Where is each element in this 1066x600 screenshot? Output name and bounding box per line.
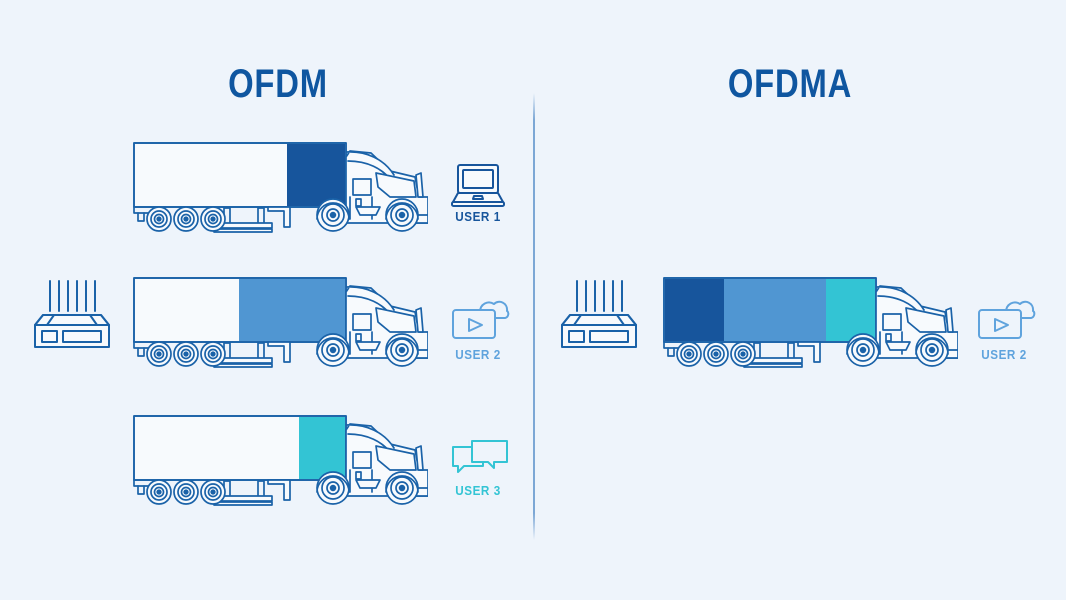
truck-ofdm-user-1 bbox=[133, 142, 428, 233]
device-label-user-2: USER 2 bbox=[455, 347, 501, 362]
panel-divider bbox=[533, 93, 535, 540]
payload-segment-medium bbox=[724, 279, 826, 341]
truck-ofdma bbox=[663, 277, 958, 368]
router-icon-ofdm bbox=[34, 280, 110, 348]
laptop-icon bbox=[451, 164, 505, 207]
payload-fill-user-3 bbox=[299, 417, 345, 479]
truck-ofdm-user-2 bbox=[133, 277, 428, 368]
video-cloud-icon bbox=[452, 300, 510, 339]
truck-ofdm-user-3 bbox=[133, 415, 428, 506]
page-title-ofdm: OFDM bbox=[228, 62, 328, 106]
chat-bubbles-icon bbox=[452, 440, 508, 473]
router-icon-ofdma bbox=[561, 280, 637, 348]
device-label-user-1: USER 1 bbox=[455, 209, 501, 224]
page-title-ofdma: OFDMA bbox=[727, 62, 853, 106]
device-label-ofdma-user-2: USER 2 bbox=[981, 347, 1027, 362]
payload-segment-cyan bbox=[826, 279, 875, 341]
payload-fill-user-2 bbox=[239, 279, 345, 341]
video-cloud-icon-ofdma bbox=[978, 300, 1036, 339]
device-label-user-3: USER 3 bbox=[455, 483, 501, 498]
payload-segment-dark bbox=[665, 279, 724, 341]
payload-fill-user-1 bbox=[287, 144, 345, 206]
